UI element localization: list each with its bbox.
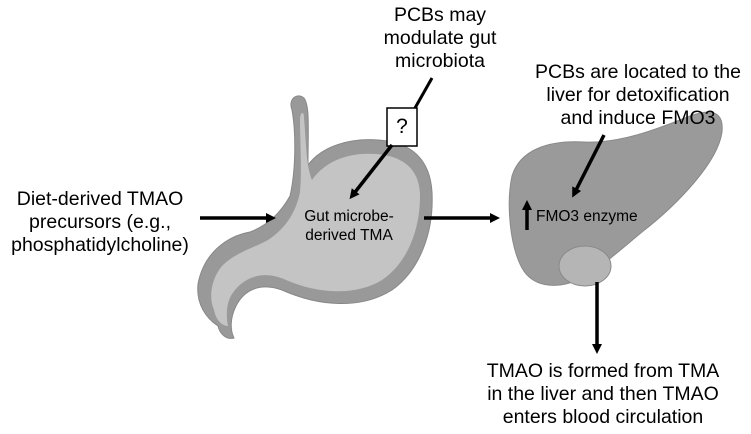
stomach-organ: [197, 95, 433, 339]
arrow-box-to-gut: [349, 143, 394, 200]
pcb-liver-label: PCBs are located to the liver for detoxi…: [535, 61, 741, 129]
question-mark: ?: [396, 115, 408, 138]
pcb-gut-label: PCBs may modulate gut microbiota: [383, 4, 497, 72]
fmo3-enzyme-label: FMO3 enzyme: [536, 208, 638, 225]
diet-precursors-label: Diet-derived TMAO precursors (e.g., phos…: [11, 188, 189, 256]
gallbladder: [558, 245, 612, 287]
line-pcb-to-box: [413, 77, 434, 109]
stomach-inner: [211, 112, 420, 327]
arrow-pcb-to-liver: [572, 134, 606, 198]
gut-tma-label: Gut microbe- derived TMA: [304, 208, 394, 244]
liver-organ: [508, 111, 723, 287]
question-box: [386, 107, 418, 147]
liver-body: [508, 111, 723, 286]
tmao-formation-label: TMAO is formed from TMA in the liver and…: [486, 360, 720, 428]
